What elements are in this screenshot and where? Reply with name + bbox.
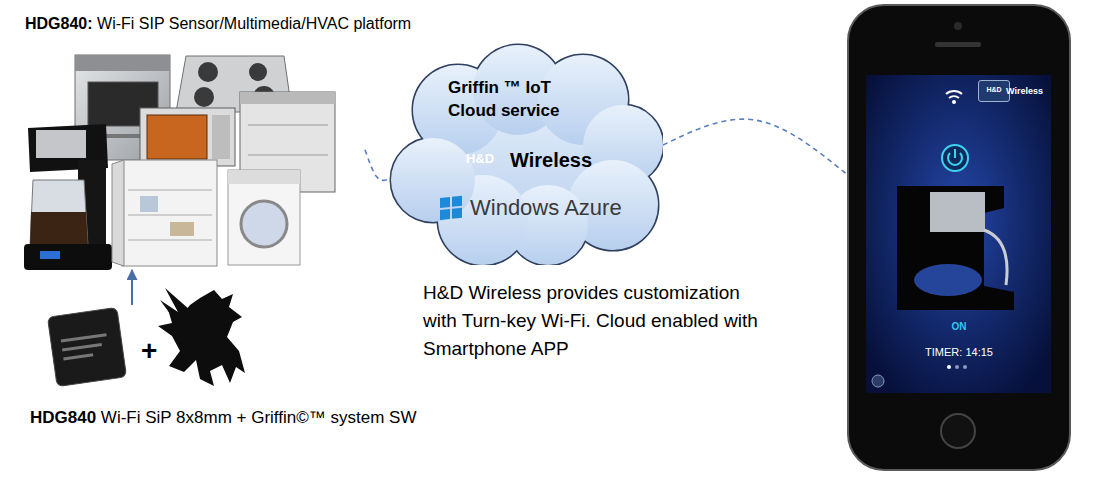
fridge-picture — [122, 160, 217, 266]
timer-text: TIMER: 14:15 — [848, 346, 1070, 359]
smartphone-picture — [942, 145, 968, 171]
appliance-group: HDG840: Wi-Fi SIP Sensor/Multimedia/HVAC… — [25, 14, 365, 270]
logo-text: H&D — [979, 81, 1009, 99]
smartphone-picture — [949, 96, 959, 98]
app-brand: Wireless — [1006, 86, 1043, 97]
washing-machine-picture — [228, 170, 300, 265]
coffee-maker-picture — [24, 124, 112, 270]
oven-picture — [75, 55, 170, 71]
chip-picture — [47, 307, 126, 386]
arrow-connector — [131, 270, 133, 305]
griffin-emblem — [160, 288, 190, 322]
smartphone-picture — [963, 365, 967, 369]
smartphone-picture — [954, 149, 956, 158]
fridge-picture — [140, 196, 158, 212]
smartphone-picture — [872, 375, 884, 387]
windows-logo — [452, 196, 462, 207]
smartphone-picture — [954, 22, 962, 30]
dishwasher-picture — [248, 125, 328, 126]
dishwasher-picture — [248, 155, 328, 156]
smartphone-picture — [848, 5, 1070, 470]
smartphone-picture — [935, 42, 981, 47]
coffee-maker-picture — [36, 130, 86, 158]
windows-logo — [440, 209, 450, 220]
dishwasher-picture — [240, 92, 335, 104]
cloud-border — [391, 138, 475, 222]
windows-logo — [440, 196, 462, 220]
plus-sign: + — [141, 334, 157, 368]
fridge-picture — [128, 240, 212, 241]
washing-machine-picture — [241, 201, 287, 247]
coffee-maker-picture — [40, 251, 60, 259]
dashed-link — [663, 119, 848, 175]
cloud-border — [391, 45, 663, 265]
text-part: Wi-Fi SIP Sensor/Multimedia/HVAC platfor… — [93, 15, 412, 32]
cloud-fill — [391, 45, 663, 265]
status-text: ON — [848, 321, 1070, 333]
smartphone-picture — [952, 100, 956, 104]
coffee-maker-picture — [30, 212, 88, 246]
microwave-picture — [140, 108, 235, 166]
smartphone-picture — [955, 365, 959, 369]
text-part: Wi-Fi SiP 8x8mm + Griffin©™ system SW — [96, 408, 416, 427]
fridge-picture — [112, 160, 124, 266]
chip-picture — [61, 333, 107, 342]
hob-picture — [194, 87, 214, 107]
smartphone-picture — [947, 365, 951, 369]
platform-name: Windows Azure — [470, 195, 622, 221]
griffin-emblem — [158, 288, 245, 386]
smartphone-picture — [866, 75, 1051, 393]
smartphone-picture — [897, 186, 1014, 310]
cloud-heading: Griffin ™ IoT Cloud service — [448, 76, 603, 122]
windows-logo — [440, 197, 450, 208]
text-part: HDG840: — [25, 15, 93, 32]
smartphone-picture — [930, 192, 985, 232]
logo-box: H&D — [456, 138, 504, 180]
hob-picture — [249, 63, 267, 81]
fridge-picture — [128, 190, 212, 191]
hob-picture — [198, 62, 218, 82]
microwave-picture — [147, 115, 207, 159]
logo-text: H&D — [458, 140, 502, 178]
chip-picture — [63, 353, 93, 360]
smartphone-picture — [848, 5, 1070, 470]
smartphone-picture — [941, 414, 975, 448]
fridge-picture — [128, 215, 212, 216]
cloud-fill — [391, 138, 475, 222]
fridge-picture — [112, 160, 217, 266]
module-caption: HDG840 Wi-Fi SiP 8x8mm + Griffin©™ syste… — [30, 408, 416, 428]
washing-machine-picture — [228, 170, 300, 184]
microwave-picture — [140, 108, 235, 166]
smartphone-app: H&DWirelessON TIMER: 14:15 — [848, 5, 1070, 470]
app-logo-box: H&D — [978, 80, 1010, 102]
fridge-picture — [170, 222, 194, 236]
chip-picture — [62, 343, 102, 352]
cloud-service: H&D Griffin ™ IoT Cloud serviceWirelessWi… — [388, 40, 663, 265]
chip-picture — [47, 307, 126, 386]
smartphone-picture — [984, 230, 1007, 285]
dashed-link — [365, 150, 388, 181]
smartphone-picture — [914, 264, 982, 296]
windows-logo — [452, 208, 462, 219]
coffee-maker-picture — [24, 244, 112, 270]
text-part: HDG840 — [30, 408, 96, 427]
microwave-picture — [212, 115, 230, 159]
washing-machine-picture — [228, 170, 300, 265]
griffin-emblem — [158, 290, 245, 386]
group-heading: HDG840: Wi-Fi SIP Sensor/Multimedia/HVAC… — [25, 14, 411, 33]
brand-name: Wireless — [510, 148, 592, 172]
note-text: H&D Wireless provides customization with… — [423, 279, 773, 363]
smartphone-picture — [946, 91, 962, 94]
coffee-maker-picture — [30, 180, 88, 246]
